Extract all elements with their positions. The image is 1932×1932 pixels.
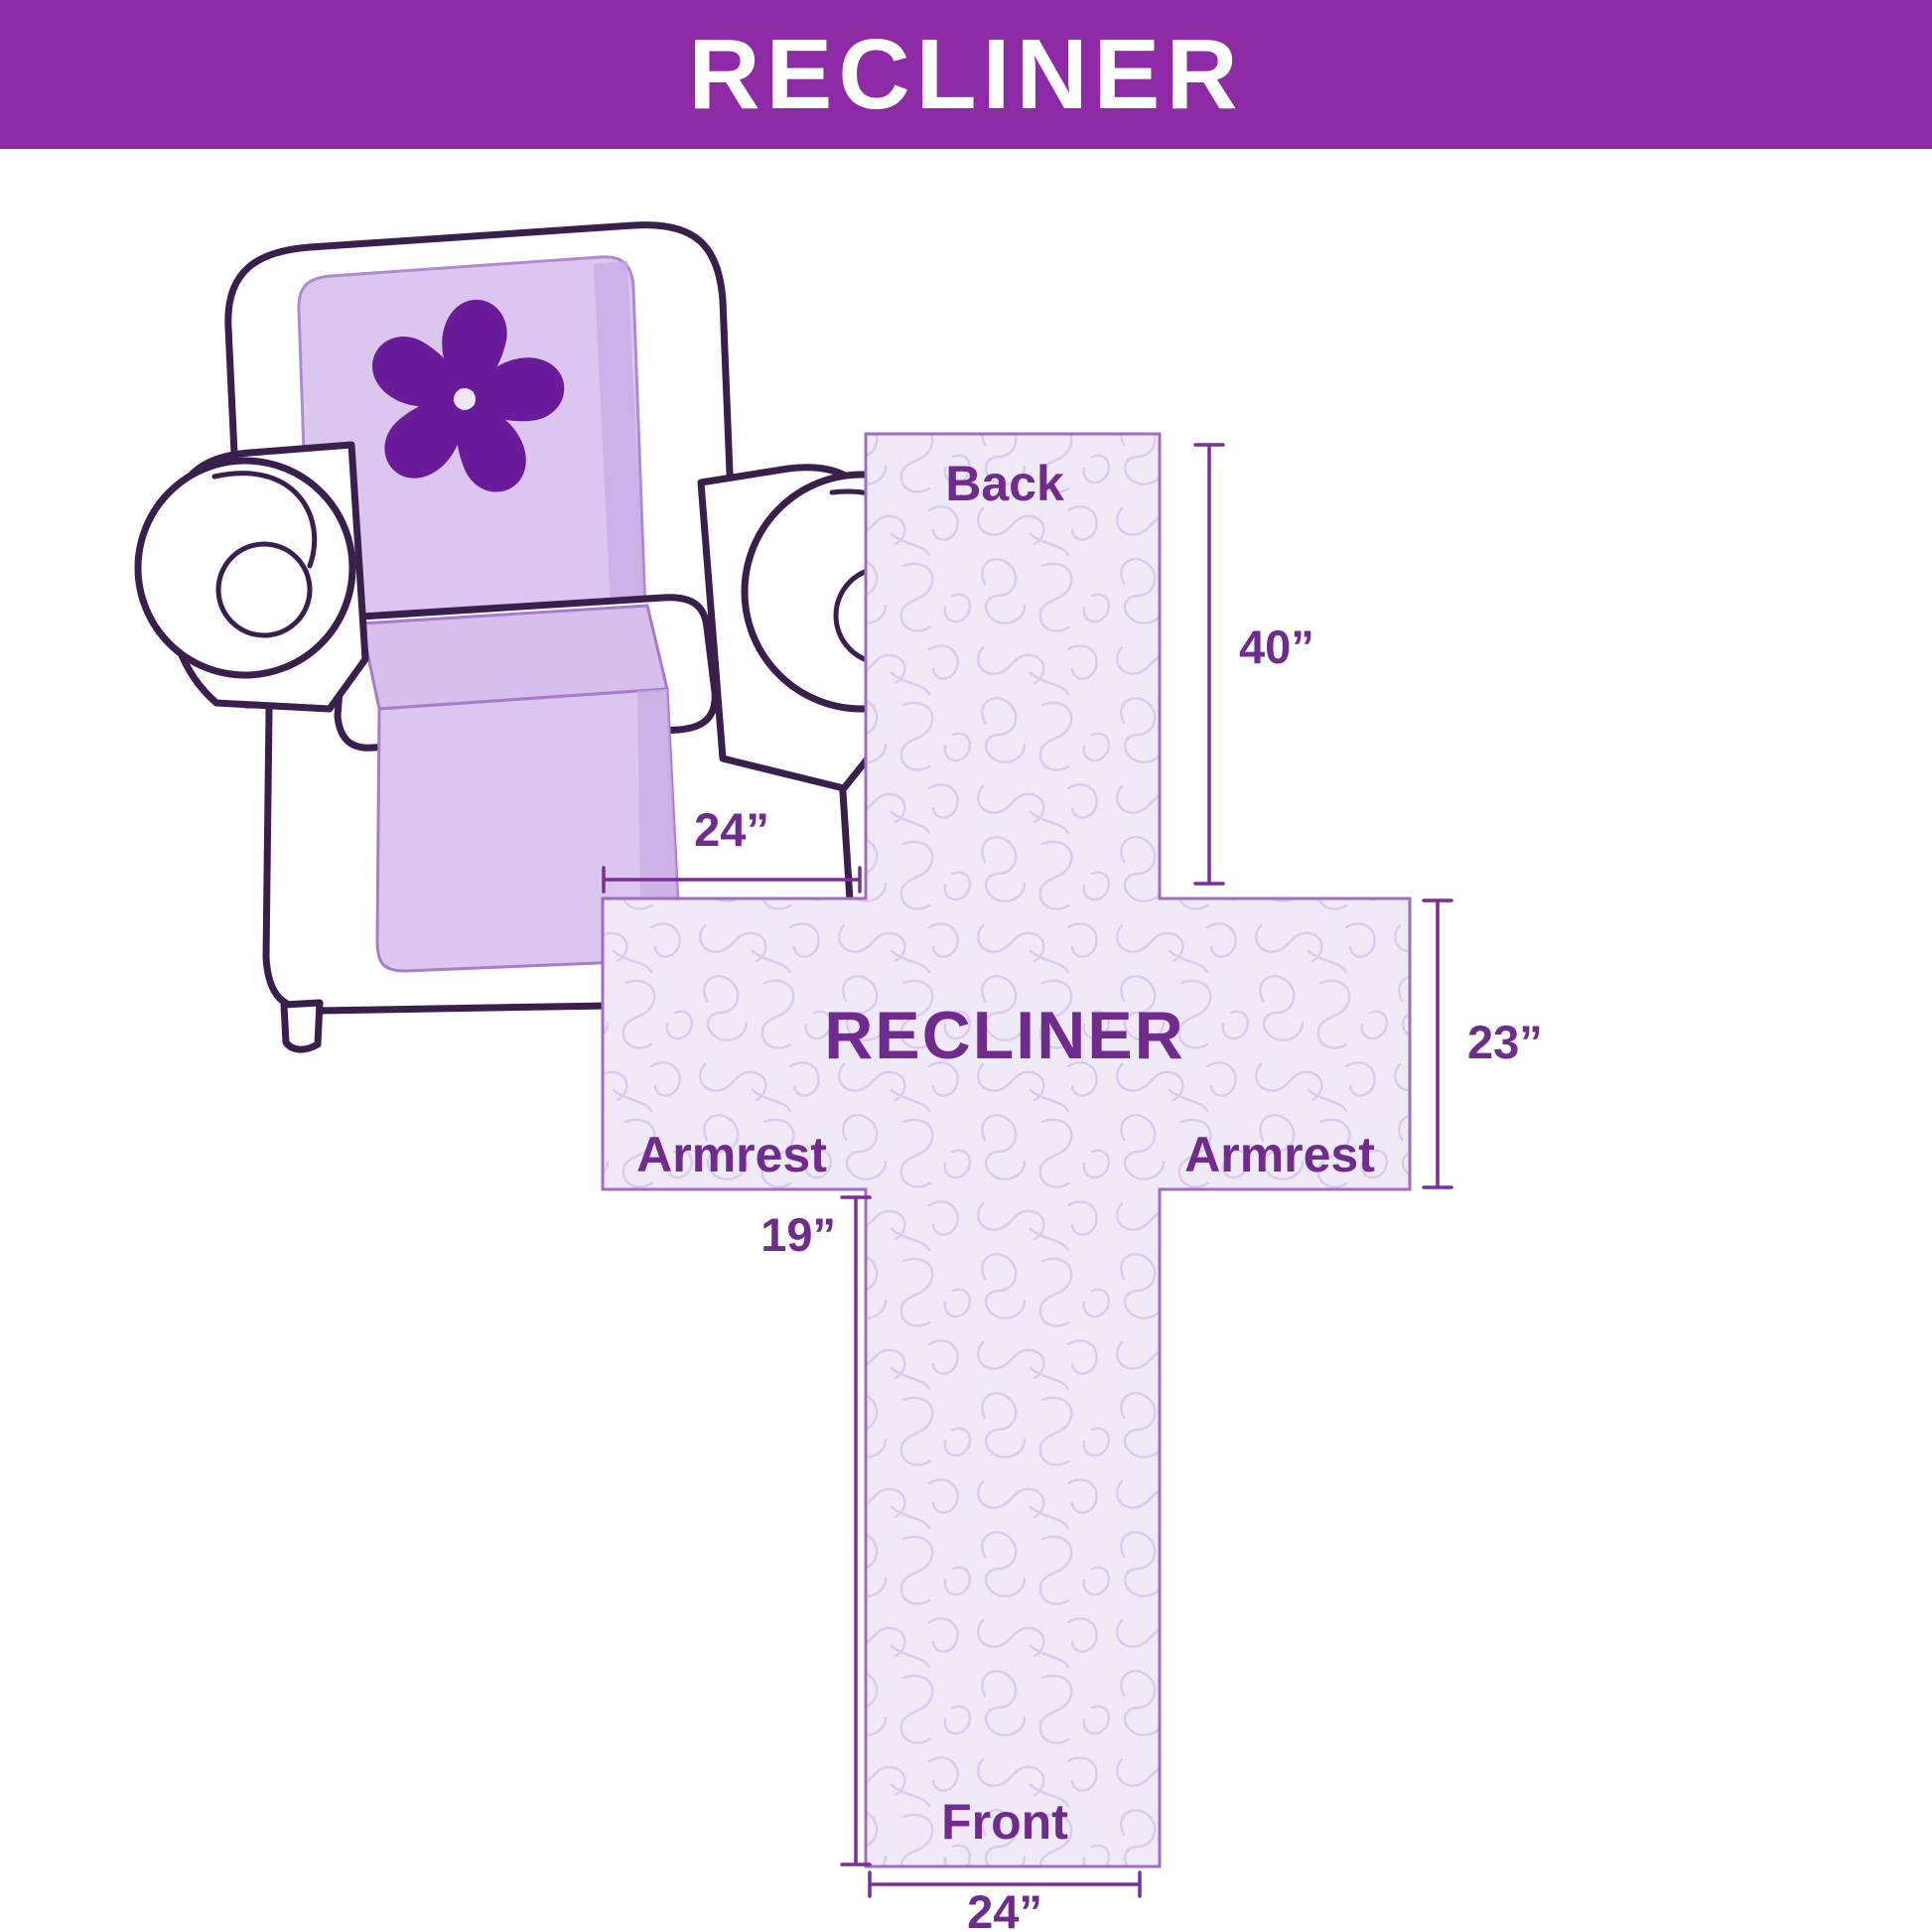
chair-arm-left-curve bbox=[211, 471, 318, 569]
dimension-armrest-height: 23” bbox=[1422, 898, 1543, 1189]
back-section-label: Back bbox=[945, 456, 1064, 511]
dimension-armrest-top-width: 24” bbox=[602, 803, 862, 894]
armrest-right-label: Armrest bbox=[1184, 1127, 1375, 1182]
dim-front-width-label: 24” bbox=[967, 1885, 1042, 1932]
chair-arm-left-spiral bbox=[215, 541, 313, 638]
cover-layout-diagram: Back RECLINER Armrest Armrest Front 40” … bbox=[601, 432, 1543, 1932]
pinwheel-icon bbox=[372, 299, 565, 492]
page-title: RECLINER bbox=[688, 18, 1244, 130]
cover-flap-shade bbox=[637, 689, 680, 961]
chair-leg-left bbox=[280, 999, 324, 1053]
chair-illustration bbox=[134, 221, 983, 1053]
recliner-center-label: RECLINER bbox=[824, 998, 1185, 1073]
dimension-front-width: 24” bbox=[868, 1870, 1142, 1932]
header-bar: RECLINER bbox=[0, 0, 1932, 149]
cover-back-shade bbox=[594, 261, 647, 668]
front-section-label: Front bbox=[941, 1794, 1068, 1850]
armrest-left-label: Armrest bbox=[636, 1127, 827, 1182]
cover-cross-quilt-texture bbox=[601, 432, 1412, 1868]
dim-armrest-height-label: 23” bbox=[1467, 1016, 1543, 1068]
dim-front-height-label: 19” bbox=[760, 1208, 836, 1261]
dimension-back-height: 40” bbox=[1193, 443, 1314, 886]
dim-top-width-label: 24” bbox=[694, 803, 769, 856]
dimension-front-height: 19” bbox=[760, 1195, 872, 1866]
dim-back-height-label: 40” bbox=[1239, 621, 1314, 673]
